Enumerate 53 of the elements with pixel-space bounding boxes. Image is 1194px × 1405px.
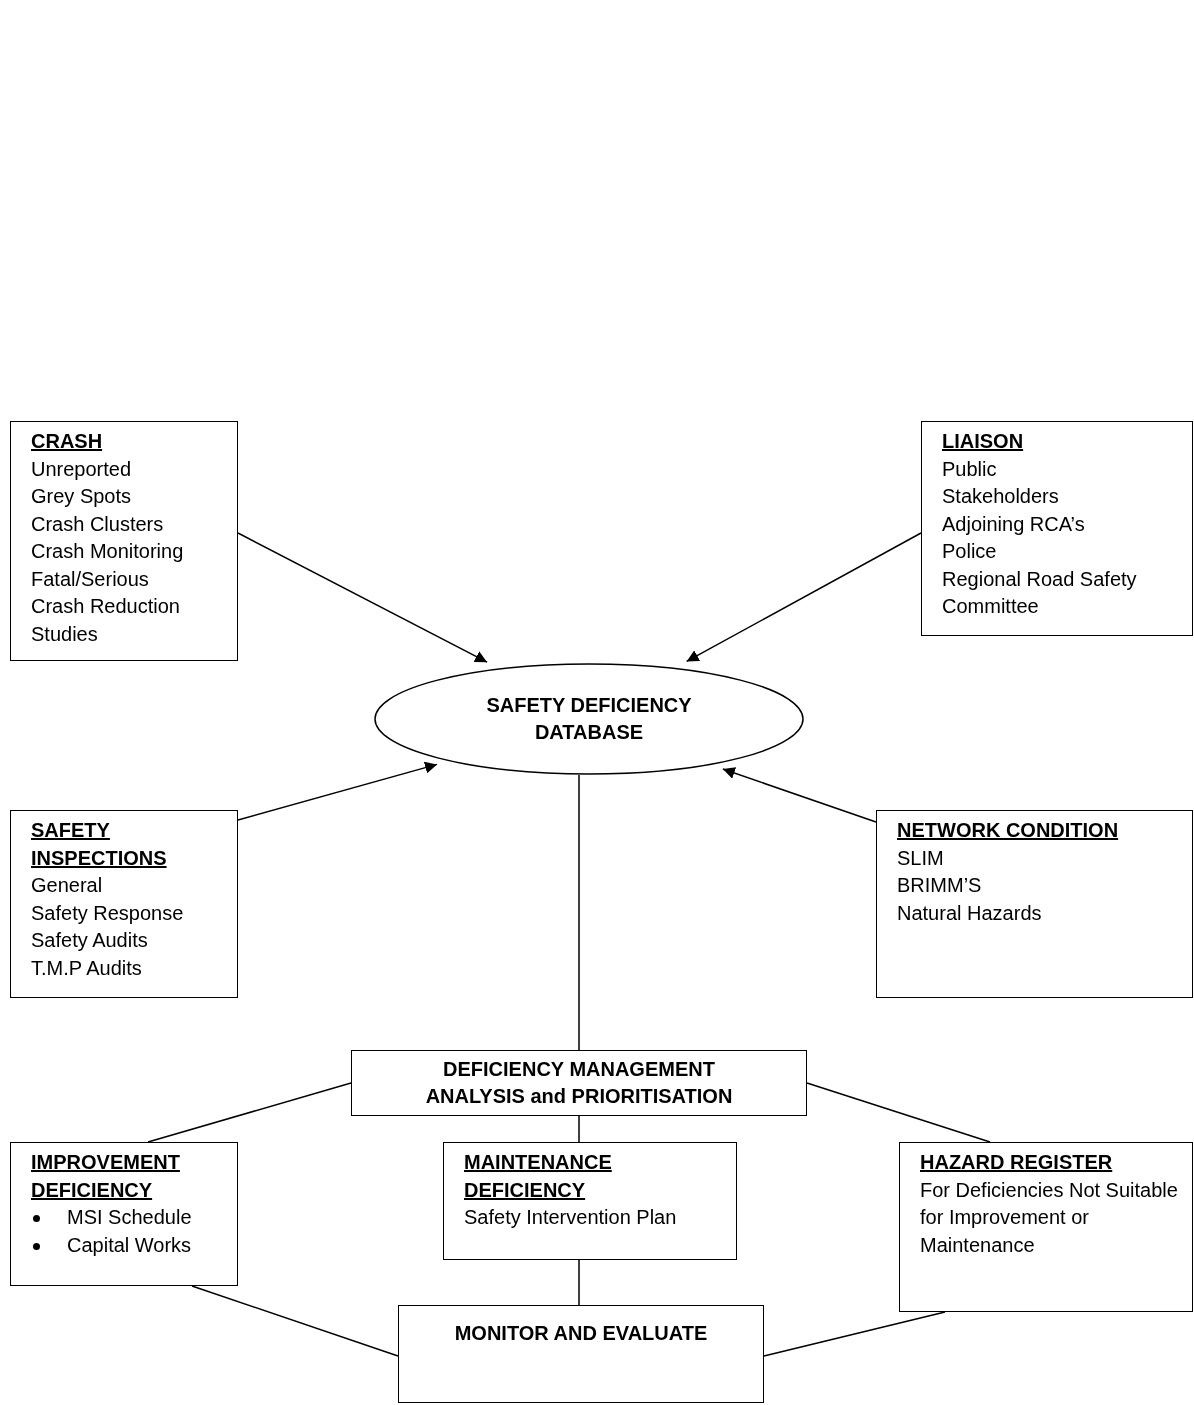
connector-line — [147, 1082, 352, 1143]
process-box — [398, 1305, 764, 1403]
list-item: SLIM — [897, 845, 945, 871]
list-item: Public — [942, 456, 998, 482]
process-box — [921, 421, 1193, 636]
list-item: Regional Road Safety Committee — [942, 566, 1138, 619]
list-item: Crash Clusters — [31, 511, 165, 537]
list-item: Capital Works — [67, 1232, 193, 1258]
list-item: Crash Monitoring — [31, 539, 185, 564]
list-item: MSI Schedule — [67, 1205, 193, 1230]
connector-line — [578, 1259, 580, 1306]
connector-line — [578, 774, 580, 1051]
node-heading: CRASH — [31, 429, 104, 454]
list-item: Fatal/Serious — [31, 566, 150, 592]
process-box — [876, 810, 1193, 998]
process-box — [443, 1142, 737, 1260]
node-title: DEFICIENCY MANAGEMENT ANALYSIS and PRIORITISATION — [424, 1056, 734, 1109]
list-item: Safety Intervention Plan — [464, 1205, 678, 1230]
process-box — [10, 810, 238, 998]
list-item: T.M.P Audits — [31, 955, 143, 981]
list-item: Police — [942, 539, 998, 564]
list-item: Natural Hazards — [897, 900, 1043, 926]
arrow — [722, 767, 877, 823]
process-box — [351, 1050, 807, 1116]
node-heading: NETWORK CONDITION — [897, 818, 1120, 843]
list-item: Crash Reduction Studies — [31, 594, 181, 647]
list-item: Safety Response — [31, 900, 185, 926]
list-item: Unreported — [31, 456, 133, 482]
list-item: Adjoining RCA’s — [942, 511, 1086, 537]
connector-line — [191, 1285, 399, 1357]
node-heading: SAFETY INSPECTIONS — [31, 818, 168, 871]
connector-line — [763, 1311, 946, 1357]
arrow — [685, 532, 922, 663]
arrow — [237, 761, 438, 821]
node-heading: LIAISON — [942, 429, 1025, 454]
node-title: SAFETY DEFICIENCY DATABASE — [485, 692, 693, 745]
list-item: Stakeholders — [942, 484, 1060, 509]
node-heading: HAZARD REGISTER — [920, 1150, 1114, 1175]
list-item: Grey Spots — [31, 484, 133, 509]
list-item: BRIMM’S — [897, 873, 983, 898]
process-box — [10, 421, 238, 661]
node-heading: IMPROVEMENT DEFICIENCY — [31, 1150, 181, 1203]
list-item: For Deficiencies Not Suitable for Improvement or Maintenance — [920, 1177, 1179, 1258]
list-item: General — [31, 873, 104, 898]
list-item: Safety Audits — [31, 928, 149, 953]
node-heading: MAINTENANCE DEFICIENCY — [464, 1150, 613, 1203]
connector-line — [578, 1115, 580, 1143]
connector-line — [806, 1082, 991, 1143]
process-box — [899, 1142, 1193, 1312]
process-box — [10, 1142, 238, 1286]
node-title: MONITOR AND EVALUATE — [454, 1321, 708, 1346]
arrow — [237, 532, 488, 663]
database-ellipse — [374, 663, 804, 775]
